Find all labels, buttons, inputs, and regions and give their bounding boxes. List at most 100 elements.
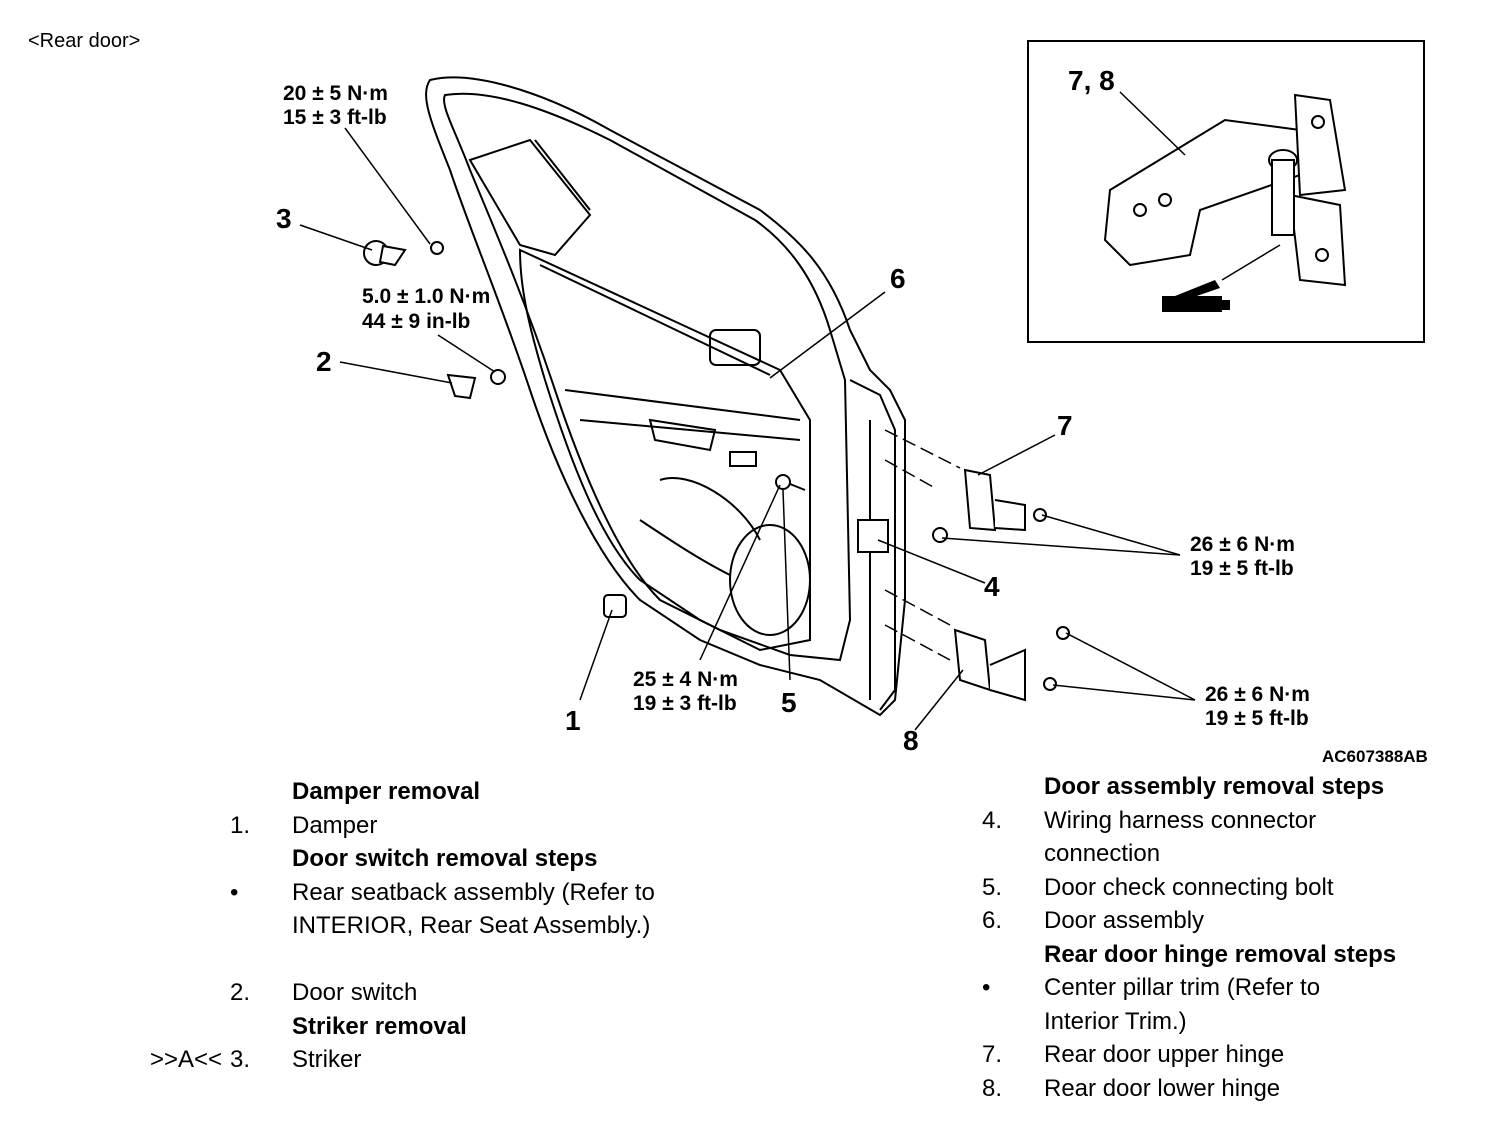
callout-3: 3	[276, 203, 292, 234]
step-service-mark	[150, 1010, 230, 1044]
step-service-mark	[150, 976, 230, 1010]
torque-striker-nm: 20 ± 5 N·m	[283, 82, 388, 105]
step-row: • Rear seatback assembly (Refer to	[150, 876, 770, 910]
step-text: Rear seatback assembly (Refer to	[292, 878, 655, 906]
step-number: 3.	[230, 1046, 251, 1073]
door-check-bolt-part	[775, 474, 889, 553]
door-trim-panel	[518, 248, 811, 652]
torque-door-switch-nm: 5.0 ± 1.0 N·m	[362, 285, 490, 308]
step-number	[982, 837, 1044, 871]
step-row: Rear door hinge removal steps	[982, 938, 1482, 972]
torque-striker-ftlb: 15 ± 3 ft-lb	[283, 106, 387, 129]
step-bullet: •	[230, 878, 239, 906]
torque-door-switch-inlb: 44 ± 9 in-lb	[362, 310, 470, 333]
step-number	[982, 938, 1044, 972]
step-text	[292, 943, 770, 977]
callout-8: 8	[903, 725, 919, 756]
callout-7: 7	[1057, 410, 1073, 441]
callout-6: 6	[890, 263, 906, 294]
step-service-mark: >>A<<	[150, 1046, 223, 1073]
striker-part	[363, 240, 444, 267]
door-outer-panel	[425, 76, 906, 717]
step-row: 8. Rear door lower hinge	[982, 1072, 1482, 1106]
step-section-header: Rear door hinge removal steps	[1044, 940, 1397, 968]
callout-2: 2	[316, 346, 332, 377]
step-row: Door assembly removal steps	[982, 770, 1482, 804]
torque-door-check-nm: 25 ± 4 N·m	[633, 668, 738, 691]
step-number: 4.	[982, 806, 1003, 834]
torque-lower-hinge-ftlb: 19 ± 5 ft-lb	[1205, 707, 1309, 730]
step-service-mark	[150, 842, 230, 876]
step-text: Door switch	[292, 979, 418, 1006]
upper-hinge-part	[932, 468, 1047, 543]
right-steps-list: Door assembly removal steps 4. Wiring harn…	[982, 770, 1482, 1105]
page-title: <Rear door>	[28, 30, 141, 52]
image-code: AC607388AB	[1322, 747, 1428, 766]
step-section-header: Door switch removal steps	[292, 845, 598, 872]
step-row: • Center pillar trim (Refer to	[982, 971, 1482, 1005]
rear-door-exploded-diagram: 20 ± 5 N·m 15 ± 3 ft-lb 5.0 ± 1.0 N·m 44…	[276, 40, 1428, 766]
step-section-header: Damper removal	[292, 778, 481, 805]
step-row: 5. Door check connecting bolt	[982, 871, 1482, 905]
window-opening	[468, 138, 592, 257]
step-bullet: •	[982, 974, 991, 1001]
step-text: Interior Trim.)	[1044, 1007, 1187, 1035]
step-text: Center pillar trim (Refer to	[1044, 974, 1321, 1001]
step-text: Wiring harness connector	[1044, 806, 1317, 834]
torque-lower-hinge-nm: 26 ± 6 N·m	[1205, 683, 1310, 706]
torque-upper-hinge-nm: 26 ± 6 N·m	[1190, 533, 1295, 556]
step-section-header: Door assembly removal steps	[1044, 773, 1385, 800]
step-row: Damper removal	[150, 775, 770, 809]
step-number	[230, 909, 292, 943]
step-number: 5.	[982, 873, 1003, 901]
step-number	[230, 1010, 292, 1044]
door-handle	[709, 329, 761, 366]
hinge-detail-inset	[1027, 40, 1425, 343]
step-service-mark	[150, 809, 230, 843]
step-number: 7.	[982, 1041, 1003, 1068]
step-text: INTERIOR, Rear Seat Assembly.)	[292, 912, 651, 939]
step-text: Damper	[292, 811, 378, 839]
step-row: >>A<< 3. Striker	[150, 1043, 770, 1077]
step-number	[230, 842, 292, 876]
step-service-mark	[150, 909, 230, 943]
step-number: 8.	[982, 1074, 1003, 1102]
step-text: Door assembly	[1044, 907, 1205, 934]
step-number: 6.	[982, 907, 1003, 934]
step-text: Door check connecting bolt	[1044, 873, 1334, 901]
step-row: 2. Door switch	[150, 976, 770, 1010]
lower-hinge-part	[953, 626, 1070, 702]
step-row: connection	[982, 837, 1482, 871]
step-service-mark	[150, 876, 230, 910]
step-text: Rear door lower hinge	[1044, 1074, 1281, 1102]
step-row: Striker removal	[150, 1010, 770, 1044]
step-text: Striker	[292, 1046, 362, 1073]
damper-part	[603, 594, 627, 618]
door-frame-inner	[443, 92, 852, 662]
step-row	[150, 943, 770, 977]
step-number: 1.	[230, 811, 251, 839]
step-number	[230, 775, 292, 809]
torque-door-check-ftlb: 19 ± 3 ft-lb	[633, 692, 737, 715]
step-section-header: Striker removal	[292, 1012, 467, 1040]
step-row: 4. Wiring harness connector	[982, 804, 1482, 838]
step-row: 6. Door assembly	[982, 904, 1482, 938]
step-number	[982, 770, 1044, 804]
step-number: 2.	[230, 979, 251, 1006]
step-row: Door switch removal steps	[150, 842, 770, 876]
step-service-mark	[150, 943, 230, 977]
step-number	[982, 1005, 1044, 1039]
callout-4: 4	[984, 571, 1000, 602]
grease-gun-icon	[1162, 280, 1230, 312]
torque-upper-hinge-ftlb: 19 ± 5 ft-lb	[1190, 557, 1294, 580]
door-switch-part	[446, 369, 506, 400]
callout-1: 1	[565, 705, 581, 736]
step-row: 7.Rear door upper hinge	[982, 1038, 1482, 1072]
step-number	[230, 943, 292, 977]
step-row: 1. Damper	[150, 809, 770, 843]
step-service-mark	[150, 775, 230, 809]
callout-5: 5	[781, 687, 797, 718]
step-row: Interior Trim.)	[982, 1005, 1482, 1039]
callout-7-8: 7, 8	[1068, 65, 1115, 96]
